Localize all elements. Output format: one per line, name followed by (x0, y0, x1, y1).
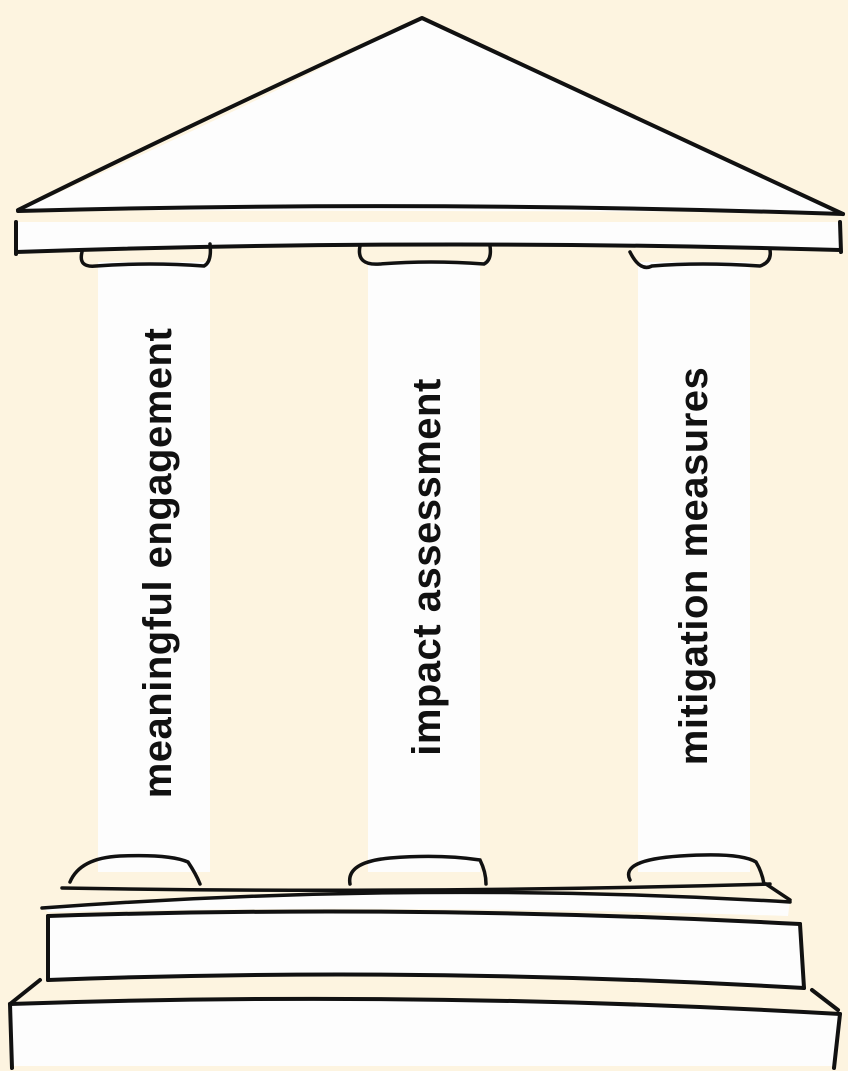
pillar-1-label: meaningful engagement (136, 328, 180, 799)
pillar-3-label: mitigation measures (672, 367, 716, 766)
pillar-2 (348, 244, 493, 886)
entablature-beam (14, 220, 843, 256)
pillar-3 (626, 248, 773, 886)
pillar-1 (68, 242, 213, 886)
base-steps (8, 882, 842, 1070)
pillar-2-label: impact assessment (405, 378, 449, 756)
roof (16, 16, 845, 216)
